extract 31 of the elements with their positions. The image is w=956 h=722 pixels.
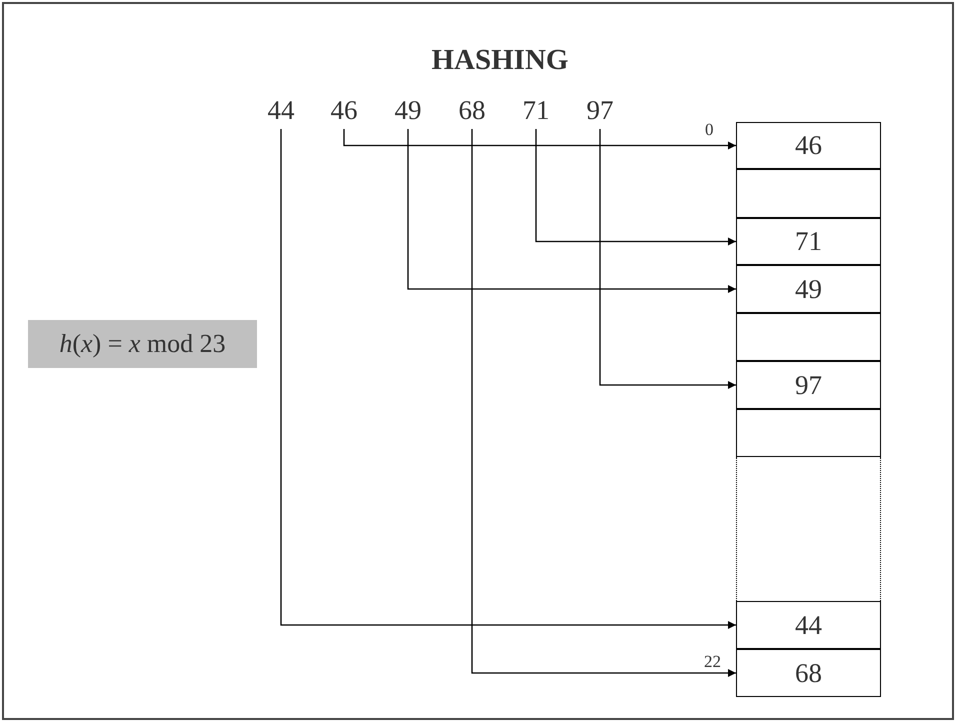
title: HASHING (430, 46, 570, 75)
arrow (535, 129, 736, 246)
arrow (343, 129, 736, 150)
slot-value: 49 (795, 276, 822, 302)
slot-value: 68 (795, 660, 822, 686)
key-value: 49 (394, 96, 422, 124)
key-value: 97 (586, 96, 614, 124)
key-value: 46 (330, 96, 358, 124)
table-slot (736, 649, 881, 697)
table-slot (736, 601, 881, 649)
slot-value: 97 (795, 372, 822, 398)
table-slot (736, 122, 881, 169)
arrow (280, 129, 736, 629)
slot-index: 22 (704, 652, 721, 672)
slot-value: 46 (795, 132, 822, 159)
slot-value: 44 (795, 612, 822, 638)
table-slot (736, 218, 881, 265)
arrow (599, 129, 736, 389)
hash-function-label: h(x) = x mod 23 (28, 320, 257, 368)
arrow (407, 129, 736, 293)
table-slot (736, 361, 881, 409)
table-slot (736, 265, 881, 313)
empty-table-slot (736, 313, 881, 361)
empty-table-slot (736, 409, 881, 457)
empty-table-slot (736, 169, 881, 218)
slot-value: 71 (795, 228, 822, 255)
key-value: 71 (522, 96, 550, 124)
key-value: 44 (268, 96, 294, 124)
slot-index: 0 (705, 120, 714, 140)
arrow (471, 129, 736, 677)
key-value: 68 (458, 96, 486, 124)
